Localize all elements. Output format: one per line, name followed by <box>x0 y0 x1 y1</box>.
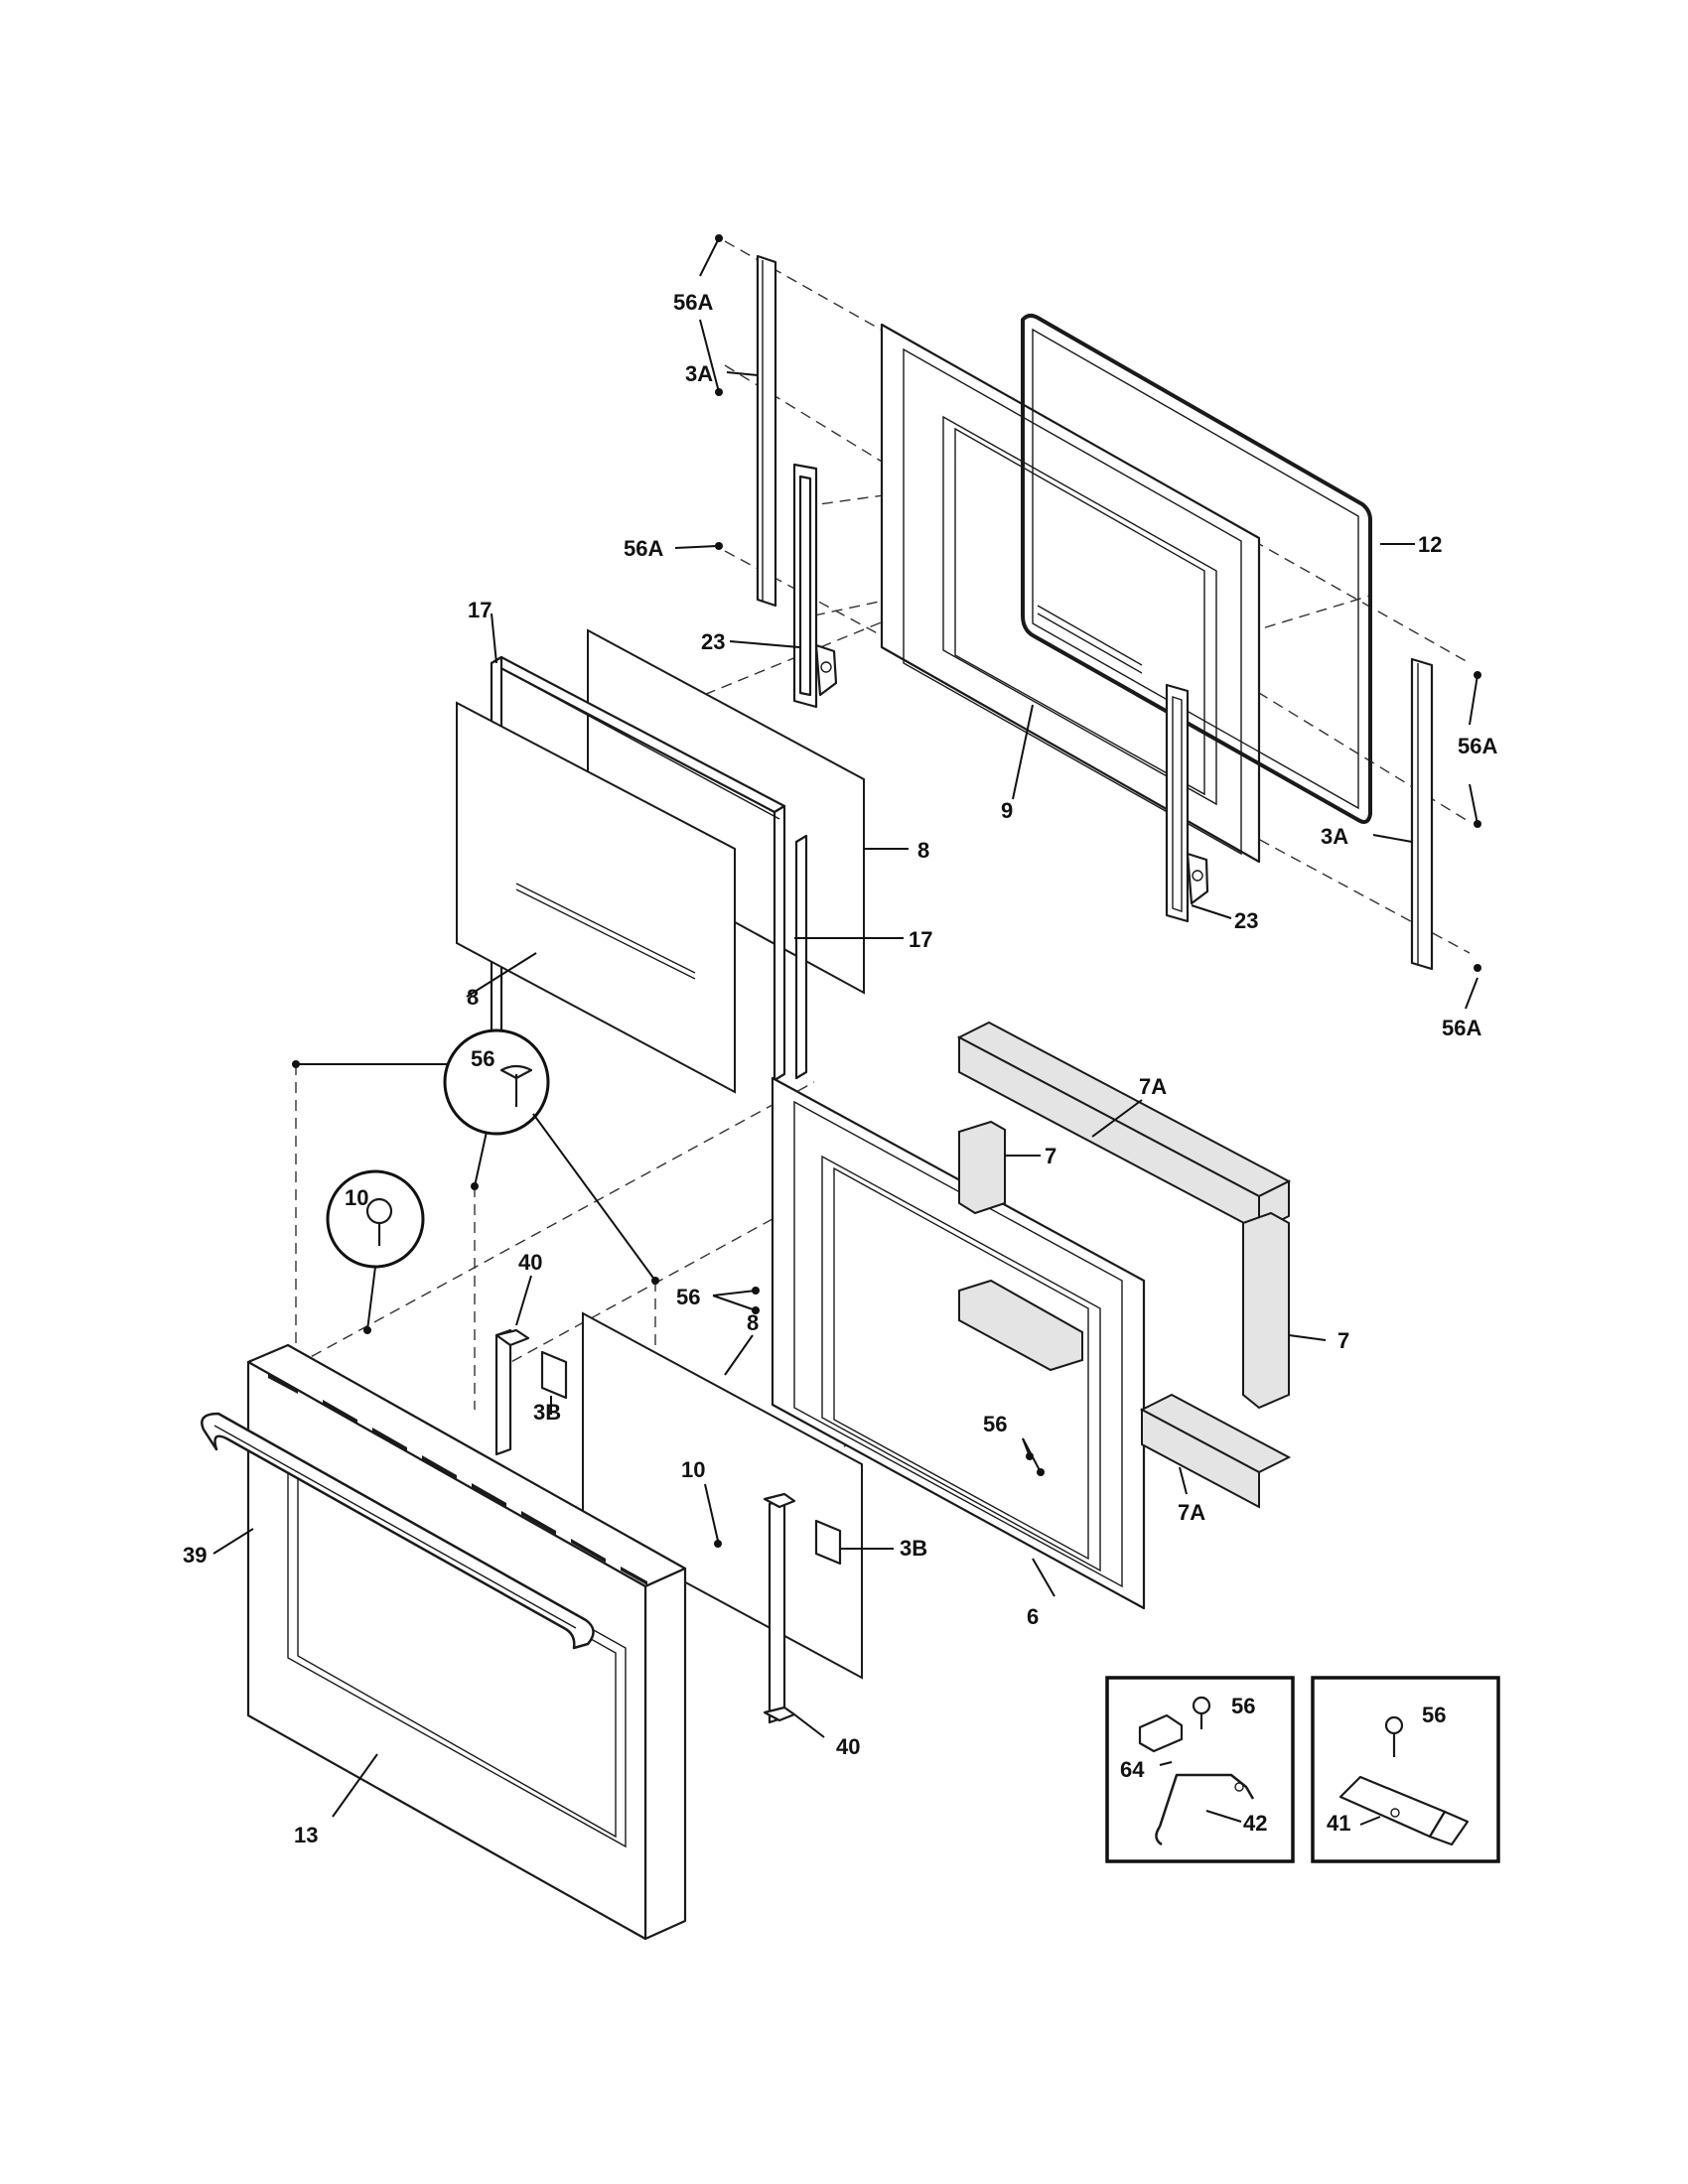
door-handle <box>201 1412 595 1650</box>
label-56-inset-left: 56 <box>1231 1694 1255 1718</box>
label-56A-right-upper: 56A <box>1458 734 1497 758</box>
label-17-top: 17 <box>468 598 492 622</box>
label-3A-right: 3A <box>1321 824 1348 849</box>
inset-box-right <box>1311 1676 1500 1863</box>
part-number-labels: 56A 3A 56A 23 12 17 9 56A 3A 8 17 23 8 5… <box>183 290 1497 1847</box>
label-56-frame: 56 <box>676 1285 700 1309</box>
callout-10-magnified <box>326 1169 425 1331</box>
door-gasket <box>1021 313 1372 824</box>
label-40-left: 40 <box>518 1250 542 1275</box>
label-3A-left: 3A <box>685 361 713 386</box>
clip-3B-left <box>540 1350 568 1400</box>
callout-56-magnified <box>298 1028 656 1282</box>
inset-box-left <box>1105 1676 1295 1863</box>
label-39: 39 <box>183 1543 207 1568</box>
inner-door-panel <box>771 1076 1146 1610</box>
label-7-right: 7 <box>1337 1328 1349 1353</box>
label-6: 6 <box>1027 1604 1039 1629</box>
label-64: 64 <box>1120 1757 1145 1782</box>
inner-door-frame <box>880 323 1261 864</box>
label-7A-top: 7A <box>1139 1074 1167 1099</box>
label-42: 42 <box>1243 1811 1267 1836</box>
bracket-40-right <box>763 1492 796 1724</box>
hinge-channel-left <box>756 254 777 608</box>
label-56-callout: 56 <box>471 1046 494 1071</box>
door-vent-slots <box>268 1374 647 1585</box>
label-13: 13 <box>294 1823 318 1847</box>
label-17-right: 17 <box>909 927 932 952</box>
label-8-lower: 8 <box>747 1310 759 1335</box>
hinge-channel-right <box>1410 657 1434 971</box>
label-23-left: 23 <box>701 629 725 654</box>
label-10-callout: 10 <box>345 1185 368 1210</box>
clip-3B-right <box>814 1519 842 1566</box>
label-41: 41 <box>1327 1811 1350 1836</box>
insulation-7 <box>958 1120 1290 1410</box>
label-3B-left: 3B <box>533 1400 561 1425</box>
glass-panel-front <box>456 701 736 1094</box>
label-12: 12 <box>1418 532 1442 557</box>
hinge-right <box>1165 683 1209 923</box>
label-40-right: 40 <box>836 1734 860 1759</box>
label-9: 9 <box>1001 798 1013 823</box>
label-8-upper: 8 <box>917 838 929 863</box>
bracket-40-left <box>494 1328 530 1456</box>
insulation-7A <box>956 1021 1292 1509</box>
label-10-lower: 10 <box>681 1457 705 1482</box>
label-3B-right: 3B <box>900 1536 927 1561</box>
label-56-lower-frame: 56 <box>983 1412 1007 1436</box>
leader-lines <box>212 237 1478 1818</box>
label-56-inset-right: 56 <box>1422 1703 1446 1727</box>
label-56A-bottom-right: 56A <box>1442 1016 1481 1040</box>
label-7-upper: 7 <box>1045 1144 1056 1168</box>
label-8-left: 8 <box>467 985 479 1010</box>
hinge-left <box>792 463 838 709</box>
glass-panel-lower <box>582 1311 863 1680</box>
label-23-right: 23 <box>1234 908 1258 933</box>
label-56A-mid-left: 56A <box>624 536 663 561</box>
label-56A-top-left: 56A <box>673 290 713 315</box>
label-7A-bottom: 7A <box>1178 1500 1205 1525</box>
